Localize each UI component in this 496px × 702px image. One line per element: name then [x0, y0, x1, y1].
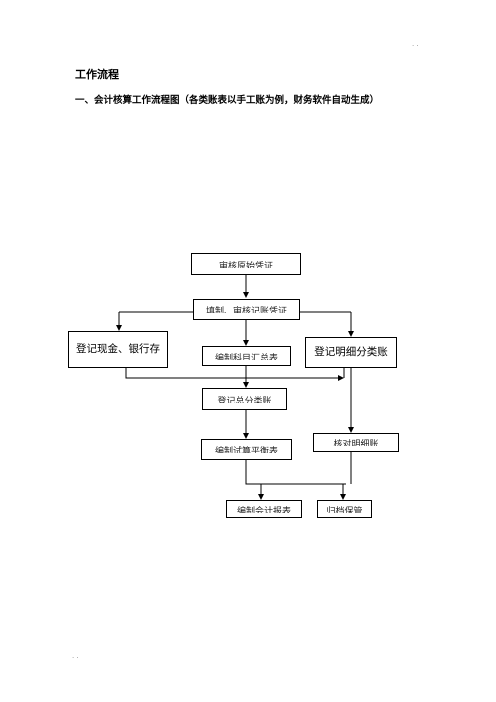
box-check-detail-label: 核对明细账 [333, 440, 379, 447]
box-trial-balance: 编制试算平衡表 [201, 439, 292, 460]
box-general-ledger-label: 登记总分类账 [217, 396, 272, 403]
footer-mark: . . [72, 652, 79, 660]
box-detail-ledger: 登记明细分类账 [305, 337, 397, 368]
box-trial-balance-label: 编制试算平衡表 [214, 447, 278, 454]
box-fill-voucher: 填制、审核记账凭证 [193, 299, 300, 320]
arrow-cash-bank-to-detail [125, 368, 344, 381]
box-review-vouchers: 审核原始凭证 [191, 253, 301, 275]
box-cash-bank: 登记现金、银行存 [68, 331, 168, 368]
box-financial-report: 编制会计报表 [226, 500, 302, 518]
page-subtitle: 一、会计核算工作流程图（各类账表以手工账为例，财务软件自动生成） [75, 95, 380, 106]
box-archive: 归档保管 [317, 500, 372, 518]
page-title: 工作流程 [75, 68, 119, 81]
box-general-ledger: 登记总分类账 [202, 388, 287, 410]
box-detail-ledger-label: 登记明细分类账 [314, 346, 388, 359]
box-summary-table-label: 编制科目汇总表 [214, 353, 278, 360]
connector-trial-down [245, 460, 346, 485]
box-archive-label: 归档保管 [326, 506, 363, 513]
box-review-vouchers-label: 审核原始凭证 [218, 261, 273, 268]
box-check-detail: 核对明细账 [313, 433, 399, 452]
box-fill-voucher-label: 填制、审核记账凭证 [205, 307, 287, 314]
header-mark: . . [412, 40, 419, 48]
box-financial-report-label: 编制会计报表 [236, 506, 291, 513]
box-cash-bank-label: 登记现金、银行存 [76, 343, 160, 356]
box-summary-table: 编制科目汇总表 [202, 346, 291, 366]
